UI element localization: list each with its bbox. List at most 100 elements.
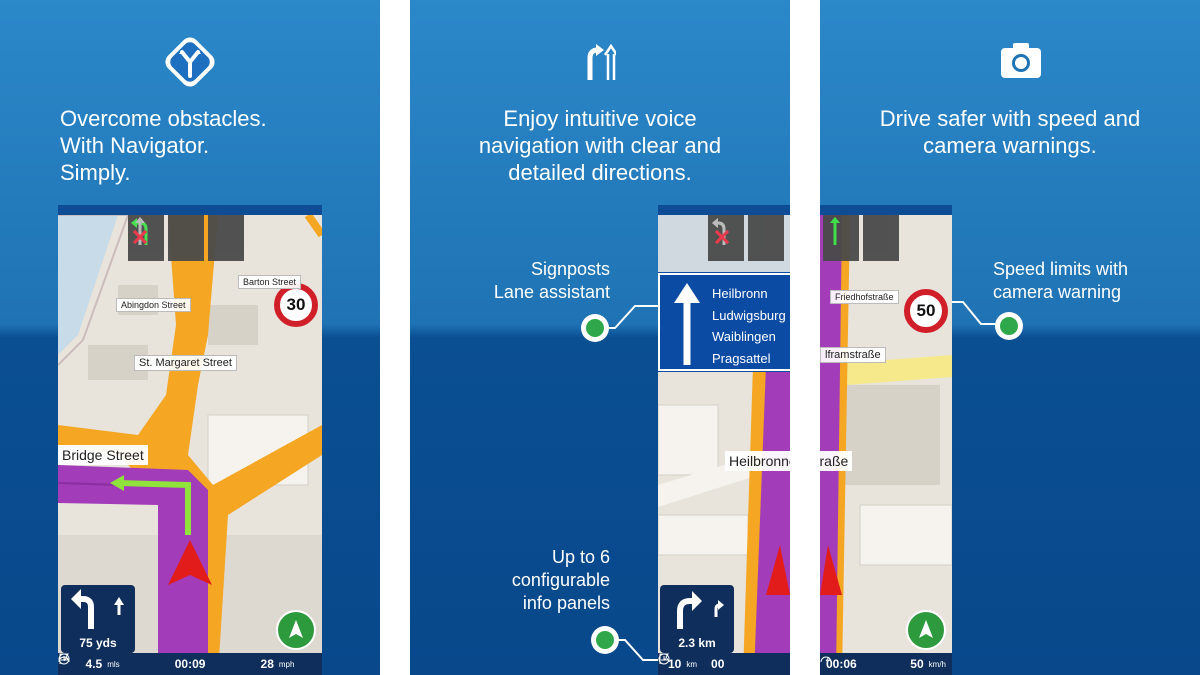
lane-straight-blocked: [132, 215, 204, 261]
street-label: Friedhofstraße: [830, 290, 899, 304]
info-unit: km: [686, 659, 698, 669]
lane-straight-blocked: [132, 215, 244, 261]
headline-line-2: camera warnings.: [923, 133, 1097, 158]
speedometer-icon: [58, 656, 70, 663]
turn-right-icon: [677, 591, 724, 629]
info-panel-time[interactable]: 00: [658, 653, 725, 671]
info-value: 28: [260, 657, 274, 671]
street-label: St. Margaret Street: [134, 355, 237, 371]
clock-icon: [658, 653, 670, 665]
callout-line: Up to 6: [551, 547, 610, 567]
current-street-label: Heilbronner Straße: [725, 451, 790, 471]
compass-button[interactable]: [906, 610, 946, 650]
panel-separator: [380, 0, 410, 675]
lane-assistant: [128, 215, 244, 261]
info-value: 4.5: [85, 657, 103, 671]
app-logo-icon: [160, 32, 220, 92]
headline-line-2: With Navigator.: [60, 133, 210, 158]
lane-straight: [830, 215, 899, 261]
map-view[interactable]: 30 Barton Street Abingdon Street St. Mar…: [58, 205, 322, 675]
turn-left-icon: [71, 589, 124, 629]
map-view[interactable]: Heilbronn Ludwigsburg Waiblingen Pragsat…: [658, 205, 790, 675]
street-label: lframstraße: [820, 347, 886, 363]
callout-line: Lane assistant: [493, 282, 610, 302]
current-street-label: Bridge Street: [58, 445, 148, 465]
headline-line-3: detailed directions.: [508, 160, 692, 185]
speed-limit-sign: 30: [274, 283, 318, 327]
street-label: Abingdon Street: [116, 298, 191, 312]
signpost-destination: Heilbronn: [712, 286, 768, 301]
signpost-destinations: Heilbronn Ludwigsburg Waiblingen Pragsat…: [712, 283, 786, 369]
info-panel-time[interactable]: 00:09: [58, 653, 206, 671]
lane-blocked-icon: [132, 217, 148, 245]
info-panel-bar: 4.5 mls 00:09 28 mph: [58, 653, 322, 675]
current-street-label: Heilbronner Straße: [820, 451, 853, 471]
headline: Enjoy intuitive voice navigation with cl…: [410, 105, 790, 186]
callout-info-panels: Up to 6 configurable info panels: [512, 546, 610, 615]
info-panel-speed[interactable]: 28 mph: [58, 656, 295, 671]
turn-distance: 2.3 km: [678, 636, 716, 650]
headline-line-1: Enjoy intuitive voice: [503, 106, 697, 131]
info-value: 00:09: [174, 657, 206, 671]
signpost-destination: Ludwigsburg: [712, 307, 786, 323]
headline: Drive safer with speed and camera warnin…: [820, 105, 1200, 159]
speed-limit-sign: 50: [904, 289, 948, 333]
info-panel-speed[interactable]: 50 km/h: [820, 656, 946, 671]
street-label: Barton Street: [238, 275, 302, 289]
info-panel-bar: 00:06 50 km/h: [820, 653, 952, 675]
speedometer-icon: [820, 656, 832, 663]
lane-assistant: [823, 215, 899, 261]
compass-button[interactable]: [276, 610, 316, 650]
info-value: 50: [910, 657, 924, 671]
straight-arrow-icon: [674, 283, 700, 365]
headline-line-1: Overcome obstacles.: [60, 106, 267, 131]
info-unit: mls: [107, 659, 120, 669]
navigation-arrow-icon: [919, 620, 933, 638]
callout-line: info panels: [522, 593, 610, 613]
info-panel-distance[interactable]: 4.5 mls: [59, 653, 120, 671]
promo-panel-speed-warnings: Drive safer with speed and camera warnin…: [820, 0, 1200, 675]
info-value: 00: [711, 657, 725, 671]
lane-left-blocked: [712, 215, 784, 261]
callout-line: Speed limits with: [993, 259, 1129, 279]
callout-line: Signposts: [530, 259, 610, 279]
turn-distance: 75 yds: [79, 636, 117, 650]
promo-panel-overcome: Overcome obstacles. With Navigator. Simp…: [0, 0, 380, 675]
info-panel-distance[interactable]: 10 km: [659, 653, 698, 671]
headline-line-3: Simply.: [60, 160, 131, 185]
promo-panel-voice-navigation: Enjoy intuitive voice navigation with cl…: [410, 0, 790, 675]
headline: Overcome obstacles. With Navigator. Simp…: [60, 105, 380, 186]
headline-line-1: Drive safer with speed and: [879, 106, 1141, 131]
panel-separator: [790, 0, 820, 675]
info-unit: mph: [278, 659, 295, 669]
callout-marker: [581, 314, 609, 342]
signpost-panel: Heilbronn Ludwigsburg Waiblingen Pragsat…: [658, 272, 790, 372]
lane-blocked-icon: [712, 218, 730, 245]
info-unit: km/h: [928, 659, 946, 669]
straight-arrow-icon: [830, 217, 840, 245]
lane-turn-left: [128, 215, 164, 261]
info-value: 00:06: [826, 657, 857, 671]
callout-line: camera warning: [993, 282, 1122, 302]
info-panel-bar: 10 km 00: [658, 653, 790, 675]
next-turn-panel[interactable]: 75 yds: [61, 585, 135, 653]
navigation-arrow-icon: [289, 620, 303, 638]
signpost-destination: Pragsattel: [712, 350, 771, 366]
callout-speed-limits: Speed limits with camera warning: [993, 258, 1128, 304]
map-canvas: [820, 215, 952, 675]
info-value: 10: [668, 657, 682, 671]
callout-marker: [591, 626, 619, 654]
callout-connector: [945, 301, 1005, 325]
lane-arrows-icon: [584, 42, 619, 82]
next-turn-panel[interactable]: 2.3 km: [660, 585, 734, 653]
camera-icon: [1000, 40, 1042, 80]
lane-assistant: [708, 215, 784, 261]
map-view[interactable]: Friedhofstraße 50 lframstraße Heilbronne…: [820, 205, 952, 675]
callout-marker: [995, 312, 1023, 340]
signpost-destination: Waiblingen: [712, 329, 776, 344]
headline-line-2: navigation with clear and: [478, 133, 722, 158]
info-panel-time[interactable]: 00:06: [826, 657, 857, 671]
callout-signposts: Signposts Lane assistant: [494, 258, 610, 304]
callout-line: configurable: [511, 570, 610, 590]
lane-straight: [823, 215, 859, 261]
